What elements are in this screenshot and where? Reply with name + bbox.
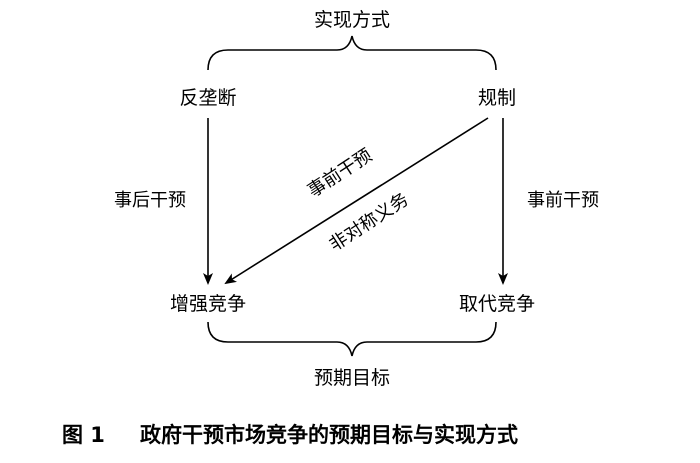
arrow-diagonal [224, 117, 489, 285]
bottom-brace-label: 预期目标 [314, 367, 390, 389]
node-enhance-competition: 增强竞争 [170, 293, 246, 315]
edge-label-right: 事前干预 [527, 190, 599, 211]
edge-label-left: 事后干预 [114, 190, 186, 211]
caption-text: 政府干预市场竞争的预期目标与实现方式 [140, 423, 518, 447]
top-brace [207, 35, 497, 71]
edge-label-diagonal-upper: 事前干预 [304, 145, 376, 202]
node-antitrust: 反垄断 [179, 87, 236, 109]
node-replace-competition: 取代竞争 [459, 293, 535, 315]
bottom-brace [207, 321, 497, 357]
caption-number: 图 1 [62, 423, 105, 447]
node-regulation: 规制 [478, 87, 516, 109]
edge-label-diagonal-lower: 非对称义务 [326, 189, 413, 256]
top-brace-label: 实现方式 [314, 9, 390, 31]
